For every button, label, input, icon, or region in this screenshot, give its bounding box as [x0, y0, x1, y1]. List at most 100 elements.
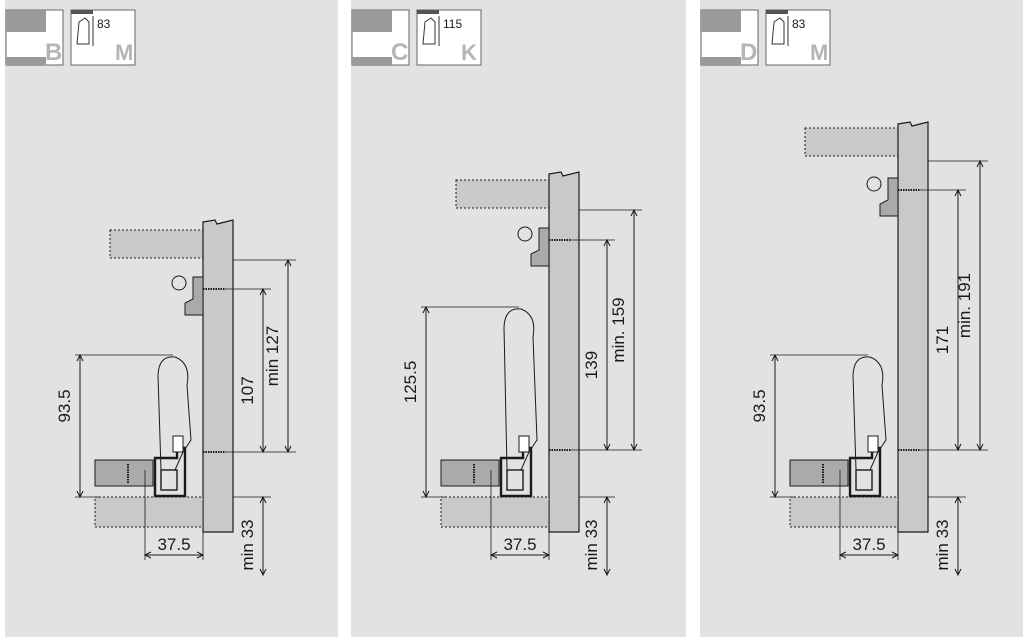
- runner-icon-bar: [71, 10, 93, 14]
- dim-min-bottom-arrow-bottom: [603, 568, 611, 577]
- label-min-top: min. 159: [609, 297, 628, 362]
- runner-profile: [153, 446, 187, 498]
- runner-profile: [499, 446, 533, 498]
- runner-icon: 83M: [765, 9, 831, 66]
- dim-min-bottom-arrow-top: [603, 495, 611, 504]
- dim-min-bottom-arrow-bottom: [259, 568, 267, 577]
- cabinet-wall: [548, 171, 580, 533]
- dim-min-bottom-arrow-top: [954, 495, 962, 504]
- drawer-type-letter: C: [391, 39, 408, 66]
- upper-shelf: [455, 179, 550, 209]
- label-min-top: min 127: [263, 326, 282, 386]
- runner-icon-box: [765, 9, 831, 66]
- section-geometry: [440, 171, 580, 533]
- runner-icon-bar: [417, 10, 439, 14]
- runner-icon-profile: [76, 17, 90, 45]
- icon-box-bottom: [6, 57, 46, 65]
- panel-separator: [686, 0, 700, 637]
- runner-letter: M: [810, 40, 828, 65]
- icon-box-top: [701, 10, 741, 32]
- section-geometry: [789, 121, 929, 533]
- icon-box-bottom: [352, 57, 392, 65]
- upper-bracket: [879, 177, 899, 217]
- runner-height-text: 83: [97, 17, 111, 31]
- runner-letter: K: [461, 40, 477, 65]
- dim-min-bottom-arrow-top: [259, 495, 267, 504]
- dim-offset-arrow-left: [489, 551, 498, 559]
- upper-shelf: [109, 229, 204, 259]
- drawer-type-icon: D: [700, 9, 759, 66]
- label-offset: 37.5: [852, 535, 885, 554]
- upper-shelf: [804, 127, 899, 157]
- lower-shelf: [789, 496, 899, 528]
- dim-screw-spacing-arrow-bottom: [259, 445, 267, 454]
- icon-box-top: [6, 10, 46, 32]
- label-front-height: 125.5: [401, 361, 420, 404]
- mounting-hole-circle: [171, 275, 187, 291]
- mounting-hole-circle: [866, 176, 882, 192]
- dim-front-height-arrow-top: [771, 353, 779, 362]
- dim-min-top-arrow-bottom: [284, 445, 292, 454]
- dim-front-height-arrow-top: [422, 305, 430, 314]
- dim-screw-spacing-arrow-bottom: [603, 443, 611, 452]
- label-min-bottom: min 33: [238, 519, 257, 570]
- runner-height-text: 83: [792, 17, 806, 31]
- runner-icon-profile: [422, 17, 436, 45]
- dim-offset-arrow-left: [838, 551, 847, 559]
- runner-inner: [855, 469, 873, 491]
- drawer-type-icon: B: [5, 9, 64, 66]
- dim-offset-arrow-right: [542, 551, 551, 559]
- label-front-height: 93.5: [750, 389, 769, 422]
- label-screw-spacing: 107: [238, 376, 257, 404]
- dim-offset-arrow-right: [196, 551, 205, 559]
- drawer-type-letter: D: [740, 39, 757, 66]
- drawer-side-profile: [503, 308, 538, 471]
- dim-min-top-arrow-top: [630, 208, 638, 217]
- cabinet-wall: [202, 219, 234, 533]
- dim-min-top-arrow-top: [284, 258, 292, 267]
- dim-offset-arrow-left: [143, 551, 152, 559]
- dim-screw-spacing-arrow-top: [259, 287, 267, 296]
- drawer-side-profile: [852, 356, 887, 471]
- label-offset: 37.5: [503, 535, 536, 554]
- dim-screw-spacing-arrow-top: [954, 188, 962, 197]
- drawer-side-profile: [157, 356, 192, 471]
- drawer-type-letter: B: [45, 39, 62, 66]
- drawer-bottom: [789, 459, 849, 487]
- icon-box-bottom: [701, 57, 741, 65]
- dim-screw-spacing-arrow-top: [603, 238, 611, 247]
- dim-front-height-arrow-top: [76, 353, 84, 362]
- dim-front-height-arrow-bottom: [771, 490, 779, 499]
- drawer-bottom: [440, 459, 500, 487]
- runner-profile: [848, 446, 882, 498]
- dim-min-top-arrow-bottom: [976, 443, 984, 452]
- dim-front-height-arrow-bottom: [422, 490, 430, 499]
- runner-clip: [867, 435, 879, 453]
- runner-height-text: 115: [443, 17, 462, 31]
- runner-icon-profile: [771, 17, 785, 45]
- upper-bracket: [530, 227, 550, 267]
- runner-icon: 83M: [70, 9, 136, 66]
- dim-offset-arrow-right: [891, 551, 900, 559]
- label-min-top: min. 191: [955, 273, 974, 338]
- label-front-height: 93.5: [55, 389, 74, 422]
- runner-clip: [518, 435, 530, 453]
- runner-icon-bar: [766, 10, 788, 14]
- runner-inner: [506, 469, 524, 491]
- cabinet-wall: [897, 121, 929, 533]
- drawer-type-icon: C: [351, 9, 410, 66]
- runner-icon-box: [70, 9, 136, 66]
- runner-clip: [172, 435, 184, 453]
- label-min-bottom: min 33: [933, 519, 952, 570]
- dim-min-top-arrow-bottom: [630, 443, 638, 452]
- panel-separator: [338, 0, 351, 637]
- upper-bracket: [184, 276, 204, 316]
- label-min-bottom: min 33: [582, 519, 601, 570]
